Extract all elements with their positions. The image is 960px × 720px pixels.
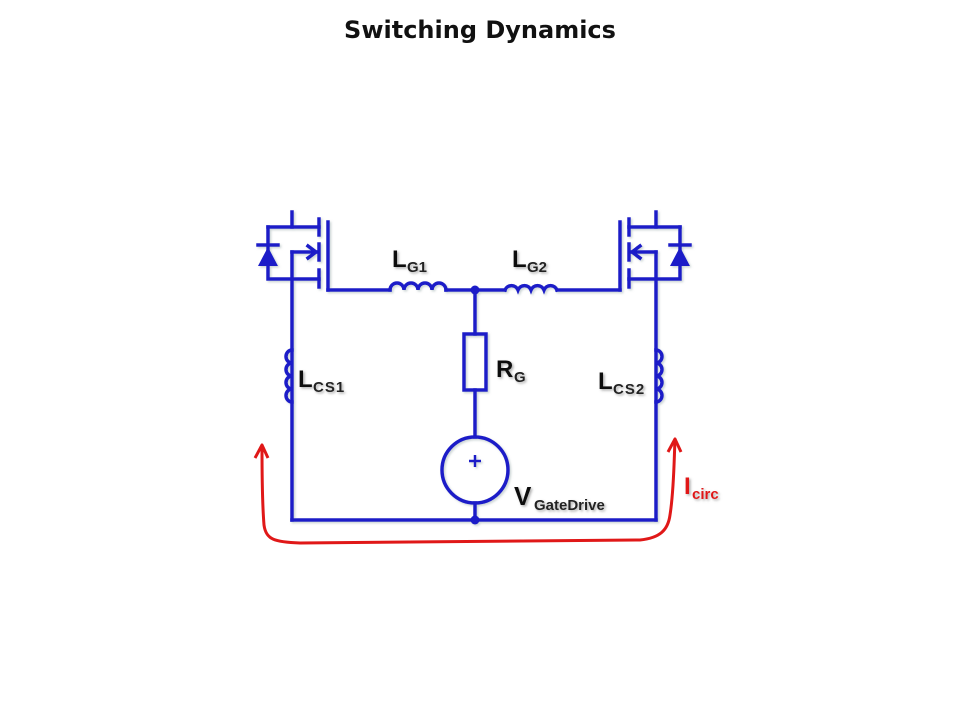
label-icirc-main: I <box>684 473 691 500</box>
inductor-lcs1 <box>284 348 294 404</box>
label-icirc-sub: circ <box>692 486 719 503</box>
resistor-rg <box>462 288 488 439</box>
body-diode-q2 <box>668 243 692 266</box>
label-lcs2-main: L <box>598 368 613 395</box>
inductor-lg2 <box>473 283 622 295</box>
inductor-lg1 <box>326 281 477 292</box>
voltage-source-vgatedrive <box>440 435 510 522</box>
body-diode-q1 <box>256 243 280 266</box>
label-lcs1-sub: CS1 <box>313 379 345 396</box>
source-node <box>470 515 480 525</box>
label-vgatedrive-sub: GateDrive <box>534 497 605 514</box>
inductor-lcs2 <box>654 348 664 404</box>
label-lg1-main: L <box>392 246 407 273</box>
label-lg2-sub: G2 <box>527 259 547 276</box>
mosfet-q2 <box>618 210 692 522</box>
slide-title: Switching Dynamics <box>344 16 616 44</box>
label-vgatedrive-main: V <box>514 481 532 511</box>
label-rg-main: R <box>496 356 513 383</box>
mosfet-q1 <box>256 210 330 522</box>
label-lcs2-sub: CS2 <box>613 381 645 398</box>
label-lcs1-main: L <box>298 366 313 393</box>
label-rg-sub: G <box>514 369 526 386</box>
label-lg1-sub: G1 <box>407 259 427 276</box>
circulating-current-arrow <box>253 437 683 545</box>
label-lg2-main: L <box>512 246 527 273</box>
